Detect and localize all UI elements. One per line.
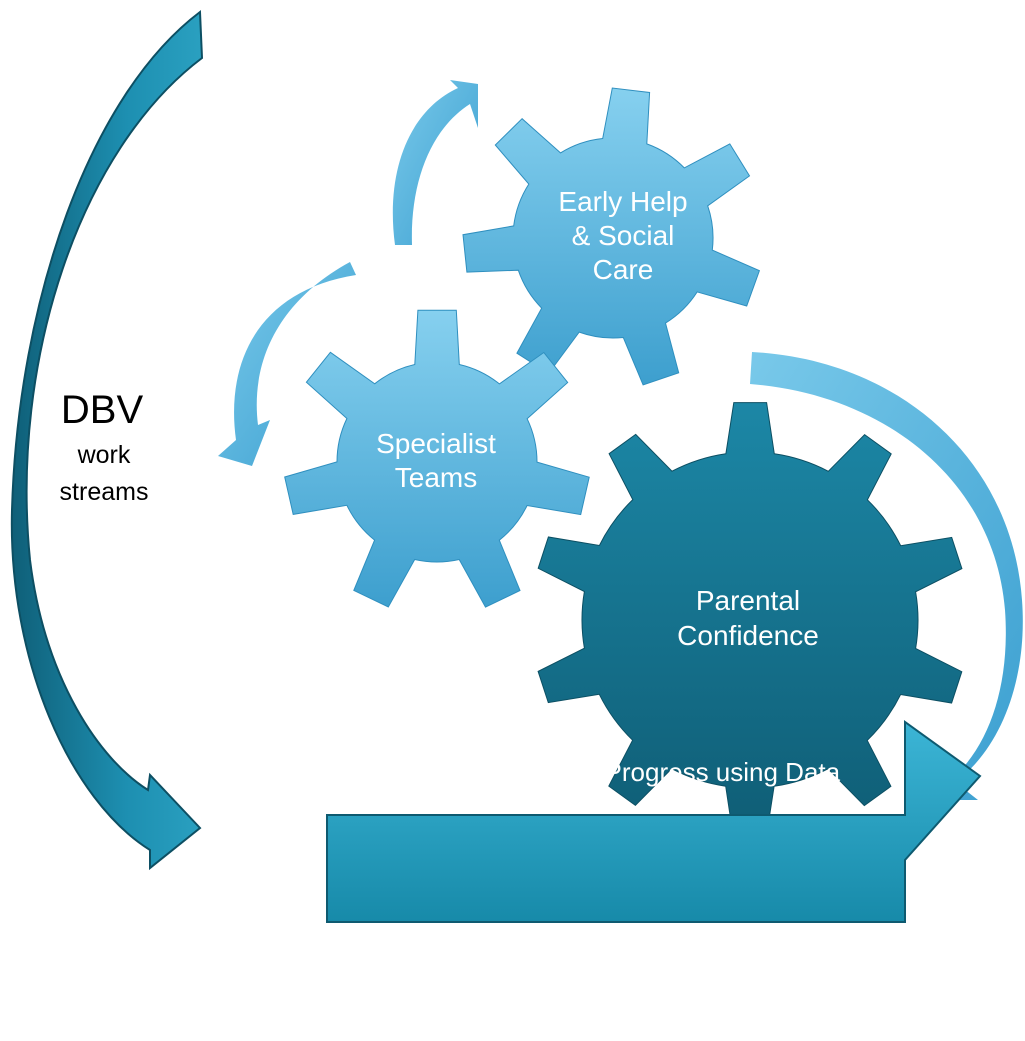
cycle-arrow-top [392, 80, 478, 245]
progress-arrow [326, 720, 982, 923]
cycle-arrow-right [750, 352, 1023, 800]
dbv-title: DBV [61, 388, 144, 432]
dbv-work: work [77, 441, 131, 469]
gear-specialist-teams [284, 309, 590, 608]
early-help-label-2: & Social [572, 220, 675, 251]
specialist-label-2: Teams [395, 462, 477, 493]
cycle-arrow-left [218, 262, 356, 466]
parental-label-1: Parental [696, 585, 800, 616]
dbv-streams: streams [60, 478, 149, 506]
specialist-label-1: Specialist [376, 428, 496, 459]
early-help-label-1: Early Help [558, 186, 687, 217]
parental-label-2: Confidence [677, 620, 819, 651]
dbv-curved-arrow [10, 10, 204, 871]
gear-parental-confidence [537, 402, 963, 838]
gear-early-help [462, 87, 761, 386]
early-help-label-3: Care [593, 254, 654, 285]
progress-arrow-label: Evidence Base Progress using Data [424, 757, 841, 787]
